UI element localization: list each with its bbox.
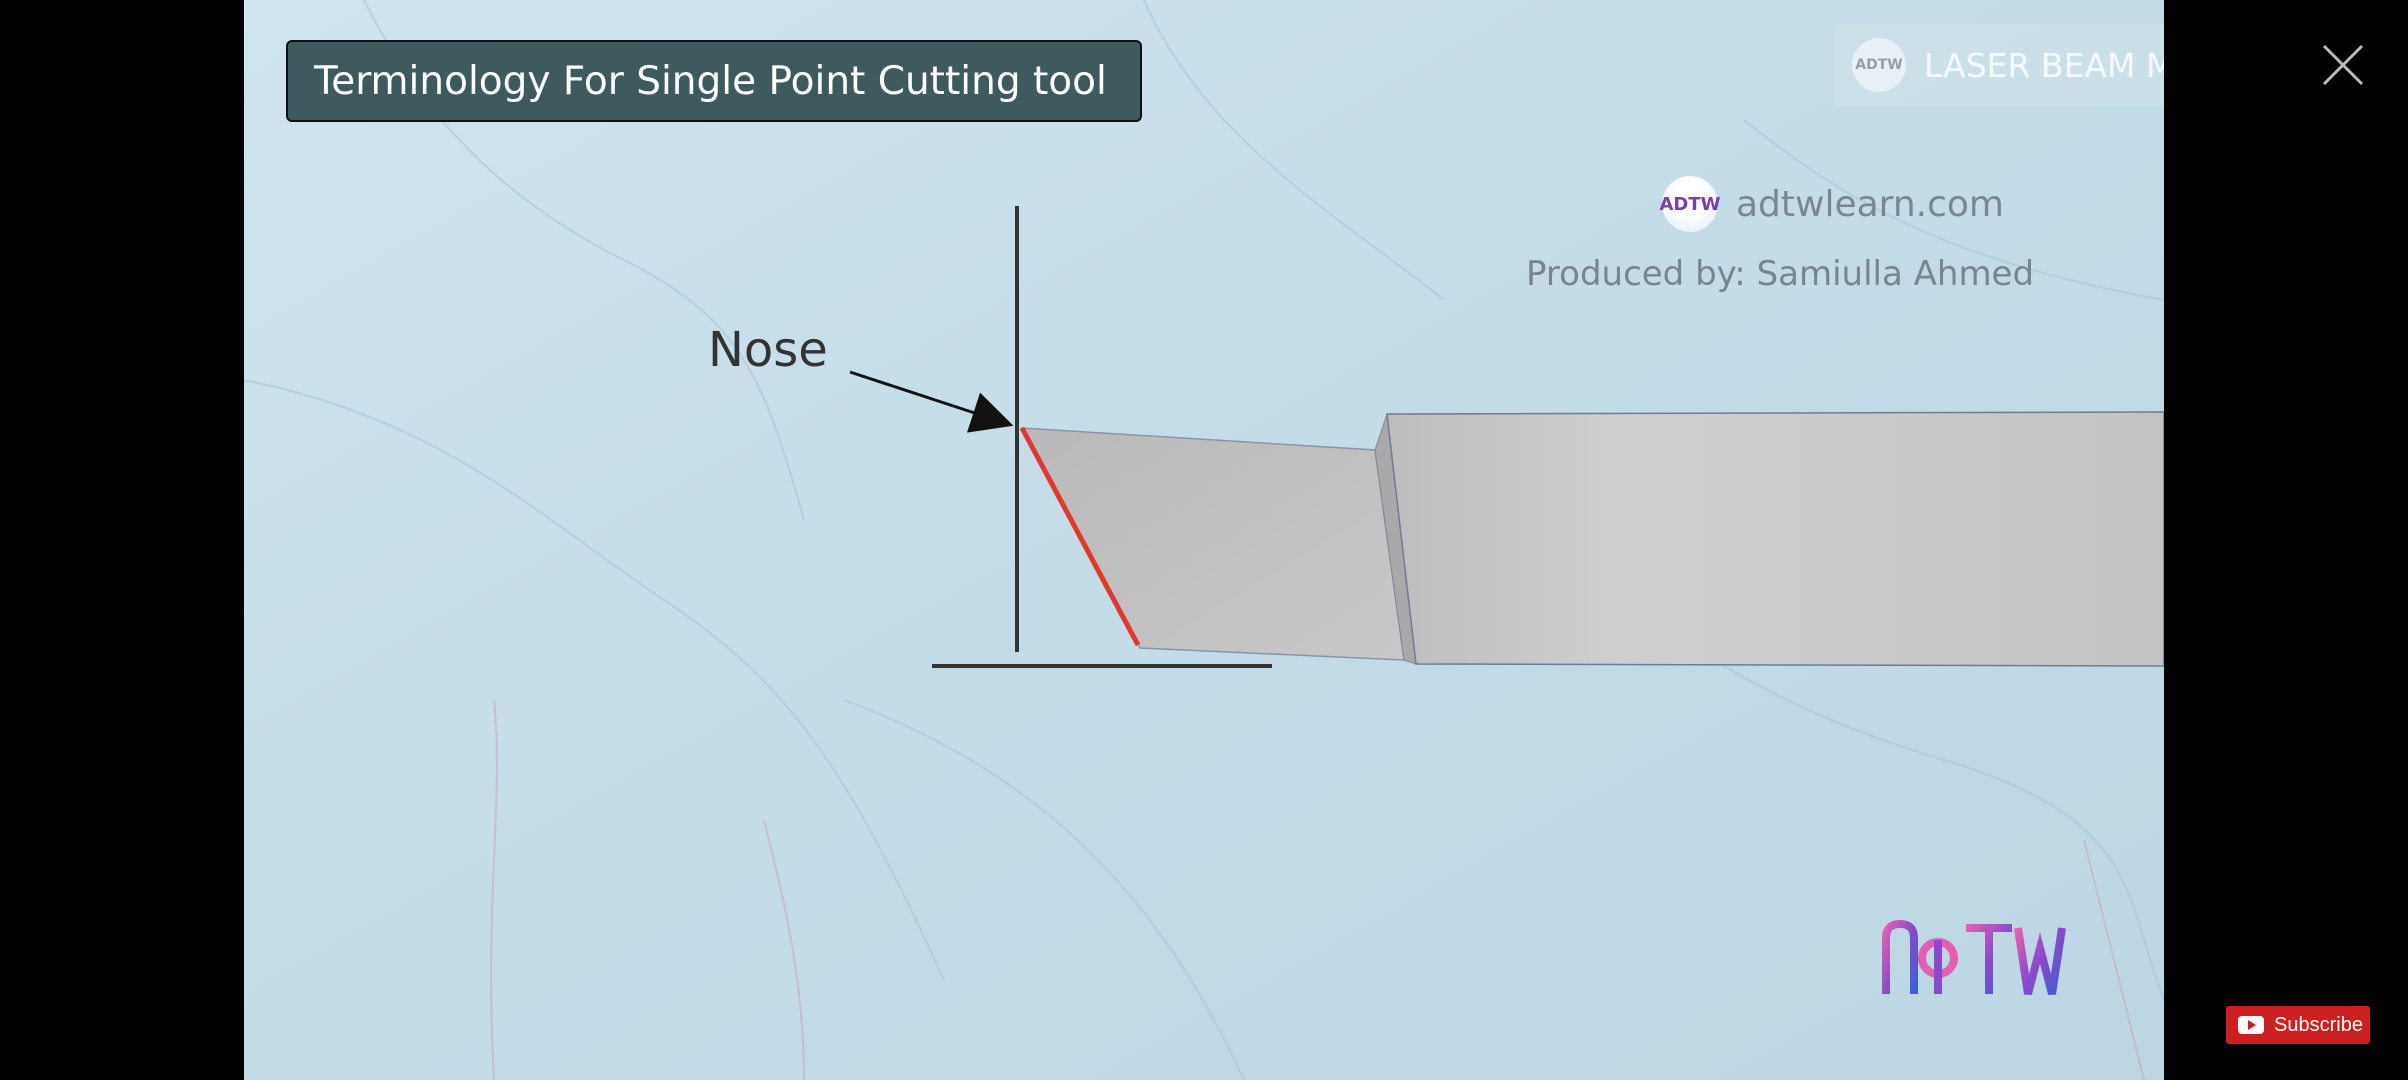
subscribe-button[interactable]: Subscribe [2226, 1006, 2370, 1044]
cutting-edge [1019, 426, 1141, 647]
title-banner: Terminology For Single Point Cutting too… [286, 40, 1142, 122]
watermark-site-text: adtwlearn.com [1736, 183, 2004, 225]
tool-shank [1386, 411, 2164, 667]
subscribe-label: Subscribe [2274, 1013, 2363, 1036]
adtw-brand-logo [1882, 919, 2066, 996]
adtw-logo-icon: ADTW [1660, 176, 1721, 232]
end-card-logo-icon: ADTW [1852, 38, 1906, 92]
nose-label: Nose [708, 322, 828, 378]
title-banner-text: Terminology For Single Point Cutting too… [314, 58, 1107, 104]
end-card-logo-text: ADTW [1855, 57, 1903, 73]
video-frame[interactable]: Terminology For Single Point Cutting too… [244, 0, 2164, 1080]
end-card-title: LASER BEAM MACHI... [1924, 45, 2164, 85]
close-icon[interactable] [2318, 40, 2368, 90]
end-card-suggested-video[interactable]: ADTW LASER BEAM MACHI... [1834, 24, 2164, 106]
youtube-play-icon [2238, 1016, 2264, 1034]
produced-by-text: Produced by: Samiulla Ahmed [1526, 254, 2035, 294]
video-scene [244, 0, 2164, 1080]
nose-pointer-arrow [849, 370, 1014, 433]
pink-veins [490, 699, 2145, 1080]
watermark-site: ADTW adtwlearn.com [1660, 176, 2004, 232]
